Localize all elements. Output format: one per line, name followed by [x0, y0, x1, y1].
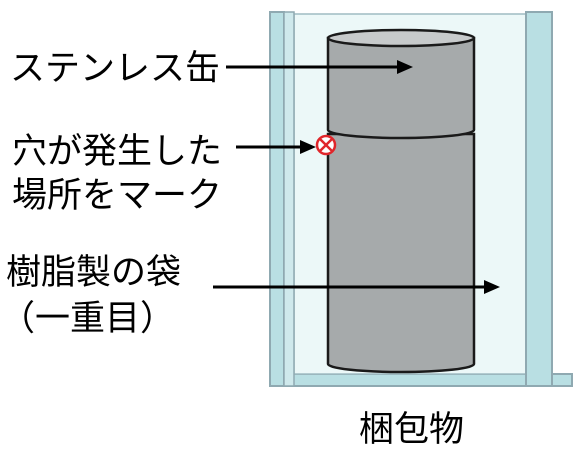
arrow-bag — [213, 280, 500, 294]
can-top-rim — [326, 28, 476, 48]
label-package: 梱包物 — [359, 410, 464, 449]
label-bag-line1: 樹脂製の袋 — [6, 253, 181, 292]
stainless-can — [326, 28, 476, 374]
can-body — [326, 132, 476, 374]
can-lid-band — [326, 36, 476, 140]
label-hole-line2: 場所をマーク — [12, 176, 222, 215]
label-bag-line2: （一重目） — [0, 299, 175, 338]
frame-left-post-inner — [283, 11, 295, 387]
hole-marker-icon — [315, 134, 337, 156]
arrow-can — [226, 60, 413, 74]
label-hole-line1: 穴が発生した — [12, 132, 222, 171]
frame-right-post — [525, 11, 553, 387]
label-stainless-can: ステンレス缶 — [10, 49, 220, 88]
arrow-hole — [236, 140, 316, 154]
